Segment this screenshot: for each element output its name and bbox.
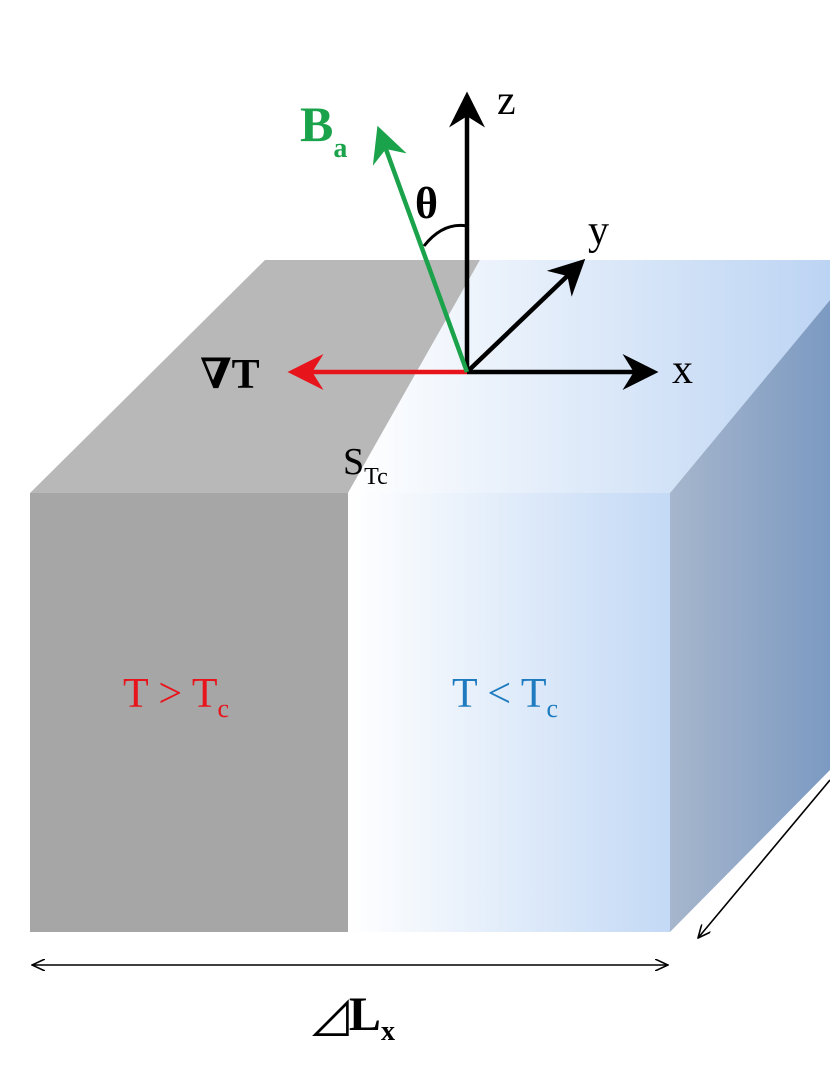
length-subscript: x: [381, 1016, 395, 1047]
slab-front-cold: [348, 493, 670, 932]
x-axis-label: x: [672, 347, 693, 393]
hot-region-label: T > Tc: [123, 671, 229, 723]
field-subscript: a: [333, 133, 347, 164]
length-label: ◿Lx: [312, 988, 395, 1047]
angle-label: θ: [415, 179, 438, 228]
z-axis-label: z: [497, 78, 516, 124]
field-label: Ba: [300, 96, 347, 164]
hot-region-subscript: c: [217, 694, 229, 723]
interface-subscript: Tc: [364, 464, 388, 490]
length-symbol: ◿: [312, 988, 349, 1041]
cold-region-label: T < Tc: [452, 671, 558, 723]
slab-top-hot: [30, 260, 480, 493]
field-arrow: [372, 125, 470, 373]
coordinate-axes: [287, 91, 659, 390]
y-axis-arrow: [465, 258, 586, 374]
slab-front-hot: [30, 493, 348, 932]
slab-side-face: [670, 300, 830, 932]
interface-label: STc: [343, 441, 388, 490]
slab: [30, 260, 830, 932]
gradient-label: ∇T: [200, 352, 260, 398]
angle-arc: [422, 223, 468, 247]
y-axis-label: y: [588, 208, 609, 254]
cold-region-subscript: c: [546, 694, 558, 723]
depth-arrow: [698, 779, 830, 938]
